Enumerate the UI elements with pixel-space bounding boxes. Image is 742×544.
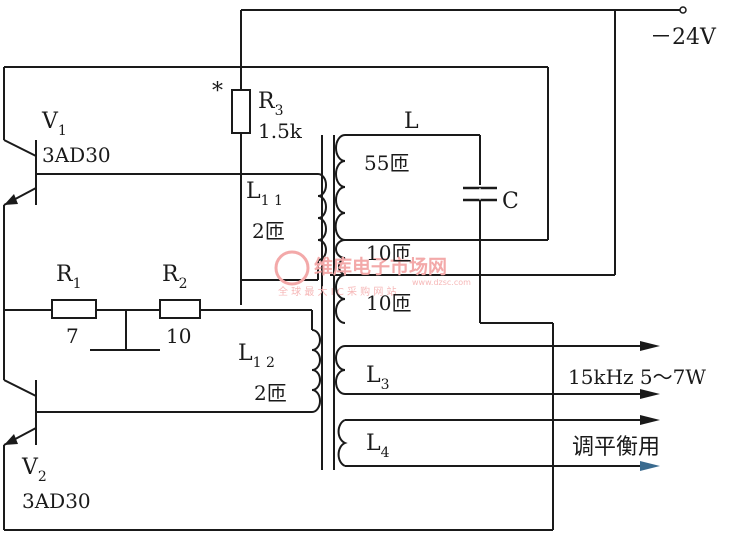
v1-label: V1 <box>41 109 67 139</box>
watermark-subtitle: 全 球 最 大 I C 采 购 网 站 <box>278 285 397 298</box>
watermark-logo-icon <box>274 250 310 286</box>
r3-resistor-icon <box>231 89 251 134</box>
v2-emitter-arrow-icon <box>4 434 18 445</box>
capacitor-icon <box>463 186 497 202</box>
v1-type: 3AD30 <box>42 143 111 167</box>
watermark-title: 维库电子市场网 <box>314 255 447 278</box>
l3-label: L3 <box>366 363 390 393</box>
supply-label: －24V <box>650 25 717 50</box>
l12-coil-icon <box>311 329 321 413</box>
l12-turns: 2匝 <box>254 381 287 405</box>
v2-label: V2 <box>21 455 47 485</box>
l11-coil-icon <box>317 173 327 261</box>
r2-label: R2 <box>162 262 188 292</box>
wires <box>3 9 680 531</box>
l-tap1-coil-icon <box>335 239 346 276</box>
l-turns-tap1: 10匝 <box>366 241 411 265</box>
v1-emitter-arrow-icon <box>4 194 18 205</box>
l4-coil-icon <box>337 419 348 467</box>
output-freq-power: 15kHz 5～7W <box>568 365 706 389</box>
output-usage: 调平衡用 <box>572 435 660 460</box>
r2-value: 10 <box>166 324 191 348</box>
l3-return-arrow-icon <box>640 389 660 399</box>
l4-return-arrow-icon <box>640 461 660 471</box>
l12-label: L1 2 <box>238 341 275 371</box>
l-turns-main: 55匝 <box>364 151 409 175</box>
l-label: L <box>404 109 419 134</box>
watermark: 维库电子市场网 www.dzsc.com 全 球 最 大 I C 采 购 网 站 <box>274 250 471 298</box>
l4-label: L4 <box>366 431 390 461</box>
supply-terminal-icon <box>679 6 687 14</box>
l11-turns: 2匝 <box>252 219 285 243</box>
l-tap2-coil-icon <box>335 274 346 324</box>
l11-label: L1 1 <box>246 179 283 209</box>
v2-type: 3AD30 <box>22 489 91 513</box>
l3-output-arrow-icon <box>640 341 660 351</box>
l-turns-tap2: 10匝 <box>366 291 411 315</box>
l4-output-arrow-icon <box>640 415 660 425</box>
r1-resistor-icon <box>51 299 97 319</box>
r3-label: R3 <box>258 89 284 119</box>
r2-resistor-icon <box>159 299 201 319</box>
watermark-url: www.dzsc.com <box>412 278 471 287</box>
c-label: C <box>502 189 519 214</box>
r3-value: 1.5k <box>258 119 303 143</box>
coils <box>311 134 348 467</box>
l-main-coil-icon <box>334 134 346 241</box>
r1-label: R1 <box>56 262 82 292</box>
r3-mark: * <box>212 79 223 104</box>
r1-value: 7 <box>66 324 79 348</box>
l3-coil-icon <box>335 345 346 395</box>
